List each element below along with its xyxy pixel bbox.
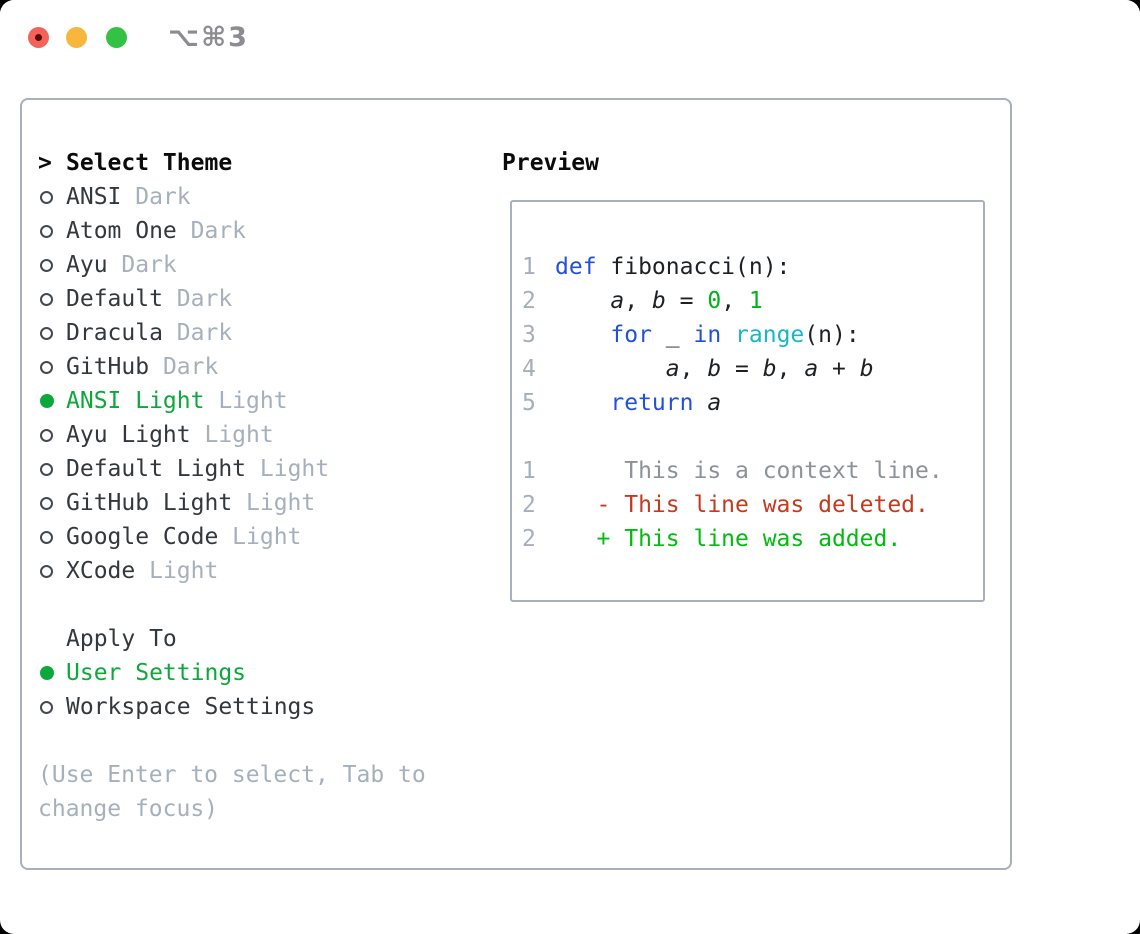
theme-name: Default Light: [66, 456, 260, 482]
theme-option-default-light[interactable]: Default Light Light: [38, 452, 478, 486]
theme-variant: Dark: [176, 320, 233, 346]
select-theme-header-row: > Select Theme: [38, 146, 478, 180]
window-title: ⌥⌘3: [168, 22, 249, 53]
line-number: 4: [522, 356, 536, 382]
line-number: 5: [522, 390, 536, 416]
theme-option-xcode[interactable]: XCode Light: [38, 554, 478, 588]
theme-variant: Dark: [190, 218, 247, 244]
theme-name: ANSI Light: [66, 388, 219, 414]
theme-variant: Light: [218, 388, 288, 414]
line-number: 2: [522, 288, 536, 314]
theme-variant: Light: [232, 524, 302, 550]
theme-option-github-light[interactable]: GitHub Light Light: [38, 486, 478, 520]
radio-icon: [38, 530, 66, 544]
theme-option-google-code[interactable]: Google Code Light: [38, 520, 478, 554]
theme-name: ANSI: [66, 184, 136, 210]
theme-option-default[interactable]: Default Dark: [38, 282, 478, 316]
theme-name: XCode: [66, 558, 150, 584]
close-button[interactable]: [28, 27, 49, 48]
theme-option-dracula[interactable]: Dracula Dark: [38, 316, 478, 350]
preview-title: Preview: [502, 150, 599, 176]
radio-icon: [38, 360, 66, 374]
theme-option-github[interactable]: GitHub Dark: [38, 350, 478, 384]
code-line: 2 a, b = 0, 1: [522, 284, 943, 318]
theme-name: Google Code: [66, 524, 233, 550]
radio-icon: [38, 258, 66, 272]
theme-variant: Light: [204, 422, 274, 448]
diff-line: 1 This is a context line.: [522, 454, 943, 488]
apply-to-header-row: Apply To: [38, 622, 478, 656]
theme-variant: Light: [149, 558, 219, 584]
radio-icon: [38, 428, 66, 442]
diff-line: 2 - This line was deleted.: [522, 488, 943, 522]
radio-icon: [38, 190, 66, 204]
apply-to-header: Apply To: [66, 626, 177, 652]
line-number: 2: [522, 492, 536, 518]
theme-variant: Dark: [162, 354, 219, 380]
theme-name: Ayu: [66, 252, 122, 278]
code-line: 4 a, b = b, a + b: [522, 352, 943, 386]
help-text: (Use Enter to select, Tab to change focu…: [38, 762, 426, 822]
minimize-button[interactable]: [66, 27, 87, 48]
radio-icon: [38, 700, 66, 714]
apply-option-label: Workspace Settings: [66, 694, 316, 720]
theme-variant: Dark: [135, 184, 191, 210]
theme-variant: Dark: [176, 286, 233, 312]
line-number: 2: [522, 526, 536, 552]
theme-option-ansi-light[interactable]: ANSI Light Light: [38, 384, 478, 418]
theme-variant: Dark: [121, 252, 177, 278]
titlebar: ⌥⌘3: [0, 0, 1140, 76]
theme-option-ayu-light[interactable]: Ayu Light Light: [38, 418, 478, 452]
apply-option-user-settings[interactable]: User Settings: [38, 656, 478, 690]
code-line: 5 return a: [522, 386, 943, 420]
theme-variant: Light: [246, 490, 316, 516]
apply-option-label: User Settings: [66, 660, 247, 686]
theme-name: Default: [66, 286, 177, 312]
line-number: 1: [522, 254, 536, 280]
theme-name: GitHub: [66, 354, 163, 380]
theme-variant: Light: [259, 456, 330, 482]
zoom-button[interactable]: [106, 27, 127, 48]
radio-selected-icon: [38, 394, 66, 408]
radio-icon: [38, 326, 66, 340]
radio-selected-icon: [38, 666, 66, 680]
radio-icon: [38, 564, 66, 578]
theme-name: Dracula: [66, 320, 177, 346]
theme-name: Ayu Light: [66, 422, 205, 448]
spacer: [38, 724, 478, 758]
spacer: [38, 588, 478, 622]
code-line: 3 for _ in range(n):: [522, 318, 943, 352]
theme-name: GitHub Light: [66, 490, 247, 516]
theme-option-ayu[interactable]: Ayu Dark: [38, 248, 478, 282]
prompt-arrow-icon: >: [38, 150, 52, 176]
radio-icon: [38, 462, 66, 476]
select-theme-header: Select Theme: [66, 150, 233, 176]
diff-line: 2 + This line was added.: [522, 522, 943, 556]
theme-option-ansi[interactable]: ANSI Dark: [38, 180, 478, 214]
radio-icon: [38, 224, 66, 238]
radio-icon: [38, 292, 66, 306]
theme-name: Atom One: [66, 218, 191, 244]
theme-option-atom-one[interactable]: Atom One Dark: [38, 214, 478, 248]
radio-icon: [38, 496, 66, 510]
apply-option-workspace-settings[interactable]: Workspace Settings: [38, 690, 478, 724]
line-number: 3: [522, 322, 536, 348]
line-number: 1: [522, 458, 536, 484]
blank-line: [522, 420, 943, 454]
